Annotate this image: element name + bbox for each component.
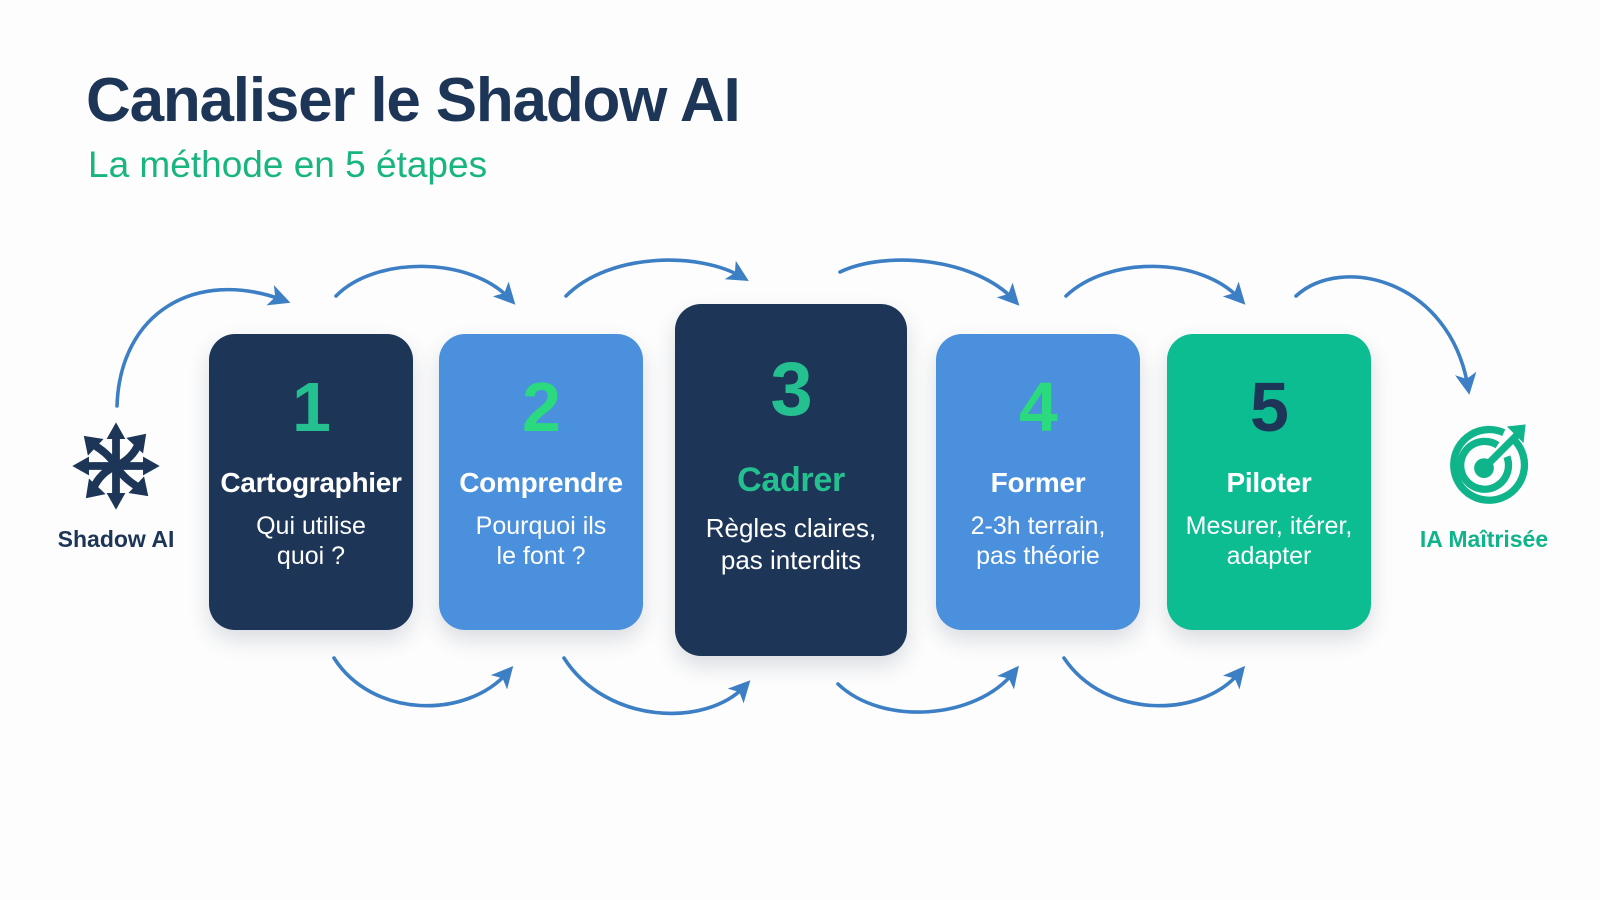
step-description-line: le font ? [496, 542, 586, 571]
step-title-3: Cadrer [737, 461, 845, 499]
step-description-line: Mesurer, itérer, [1185, 511, 1353, 540]
step-card-5[interactable]: 5 Piloter Mesurer, itérer, adapter [1167, 334, 1371, 630]
step-description-line: Règles claires, [705, 513, 877, 544]
arrow-bottom-3 [836, 665, 1019, 714]
step-description-3: Règles claires, pas interdits [706, 513, 877, 576]
step-description-2: Pourquoi ils le font ? [476, 511, 607, 572]
step-card-3[interactable]: 3 Cadrer Règles claires, pas interdits [675, 304, 907, 656]
page-subtitle: La méthode en 5 étapes [88, 144, 488, 186]
page-title: Canaliser le Shadow AI [86, 66, 741, 135]
step-number-3: 3 [770, 347, 812, 432]
step-card-2[interactable]: 2 Comprendre Pourquoi ils le font ? [439, 334, 643, 630]
step-description-1: Qui utilise quoi ? [256, 511, 366, 572]
step-number-1: 1 [292, 368, 331, 446]
arrow-top-5 [1064, 264, 1246, 305]
arrow-bottom-1 [332, 656, 514, 708]
step-description-line: Pourquoi ils [475, 511, 607, 540]
step-description-line: pas théorie [976, 542, 1100, 571]
step-description-5: Mesurer, itérer, adapter [1186, 511, 1353, 572]
step-description-line: quoi ? [276, 542, 346, 571]
step-description-line: pas interdits [720, 545, 862, 576]
arrow-bottom-2 [562, 656, 751, 716]
step-number-2: 2 [522, 368, 561, 446]
start-node-label: Shadow AI [57, 526, 175, 552]
start-node: Shadow AI [16, 412, 216, 553]
step-description-line: adapter [1226, 542, 1312, 571]
step-card-4[interactable]: 4 Former 2-3h terrain, pas théorie [936, 334, 1140, 630]
scatter-arrows-icon [16, 412, 216, 520]
end-node-label: IA Maîtrisée [1419, 526, 1549, 552]
arrow-bottom-4 [1062, 656, 1246, 708]
step-description-line: Qui utilise [256, 511, 366, 540]
arrow-top-3 [564, 258, 749, 298]
step-title-2: Comprendre [459, 467, 623, 498]
target-arrow-icon [1384, 412, 1584, 520]
step-number-4: 4 [1019, 368, 1058, 446]
arrow-top-2 [334, 264, 516, 305]
step-title-5: Piloter [1226, 467, 1312, 498]
step-card-1[interactable]: 1 Cartographier Qui utilise quoi ? [209, 334, 413, 630]
step-description-4: 2-3h terrain, pas théorie [971, 511, 1106, 572]
end-node: IA Maîtrisée [1384, 412, 1584, 553]
step-number-5: 5 [1250, 368, 1289, 446]
step-title-4: Former [990, 467, 1086, 498]
step-description-line: 2-3h terrain, [970, 511, 1106, 540]
arrow-top-4 [838, 258, 1020, 306]
step-title-1: Cartographier [220, 467, 402, 498]
header: Canaliser le Shadow AI La méthode en 5 é… [86, 68, 1086, 186]
